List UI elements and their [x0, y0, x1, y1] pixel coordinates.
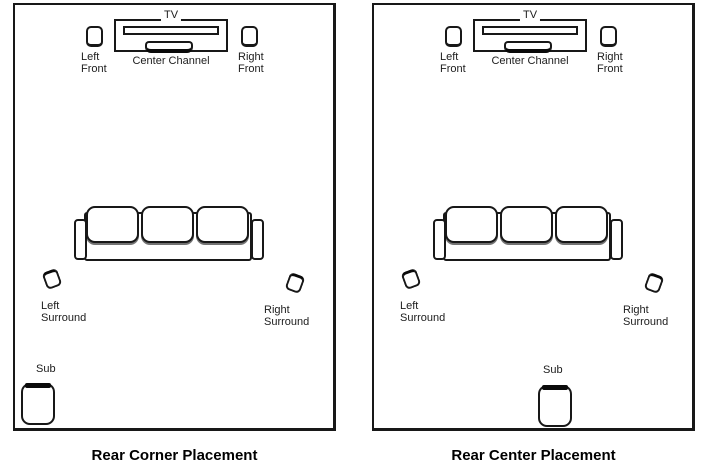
subwoofer-top-bar	[542, 385, 568, 390]
left-front-label: Left Front	[81, 51, 107, 75]
couch-icon	[74, 206, 264, 263]
subwoofer-icon	[538, 385, 572, 427]
room-outline: Left Front TV Center Channel Right Front…	[372, 3, 695, 431]
left-surround-speaker-icon	[400, 267, 422, 291]
subwoofer-top-bar	[25, 383, 51, 388]
right-front-speaker-icon	[241, 26, 258, 47]
center-channel-label: Center Channel	[491, 55, 569, 67]
right-surround-label: Right Surround	[623, 304, 669, 328]
sub-label: Sub	[543, 364, 563, 376]
couch-cushion	[86, 206, 139, 243]
tv-screen-icon	[123, 26, 219, 35]
center-channel-speaker-icon	[504, 41, 552, 53]
tv-label: TV	[160, 10, 182, 21]
center-channel-label: Center Channel	[132, 55, 210, 67]
left-front-label: Left Front	[440, 51, 466, 75]
couch-right-armrest	[251, 219, 264, 260]
left-surround-label: Left Surround	[41, 300, 87, 324]
couch-left-armrest	[74, 219, 87, 260]
left-surround-label: Left Surround	[400, 300, 446, 324]
right-surround-label: Right Surround	[264, 304, 310, 328]
couch-left-armrest	[433, 219, 446, 260]
couch-cushion	[445, 206, 498, 243]
diagram-caption: Rear Corner Placement	[91, 447, 258, 464]
left-front-speaker-icon	[445, 26, 462, 47]
tv-cabinet: TV	[114, 10, 228, 53]
left-surround-speaker-icon	[41, 267, 63, 291]
right-front-label: Right Front	[238, 51, 264, 75]
subwoofer-icon	[21, 383, 55, 425]
left-front-speaker-icon	[86, 26, 103, 47]
right-surround-speaker-icon	[284, 271, 306, 295]
diagram-caption: Rear Center Placement	[451, 447, 616, 464]
right-front-label: Right Front	[597, 51, 623, 75]
couch-right-armrest	[610, 219, 623, 260]
tv-screen-icon	[482, 26, 578, 35]
diagram-rear-corner: Left Front TV Center Channel Right Front…	[13, 3, 336, 472]
couch-cushion	[141, 206, 194, 243]
couch-cushion	[196, 206, 249, 243]
diagram-rear-center: Left Front TV Center Channel Right Front…	[372, 3, 695, 472]
tv-label: TV	[519, 10, 541, 21]
center-channel-speaker-icon	[145, 41, 193, 53]
right-surround-speaker-icon	[643, 271, 665, 295]
couch-cushion	[555, 206, 608, 243]
couch-icon	[433, 206, 623, 263]
tv-cabinet: TV	[473, 10, 587, 53]
right-front-speaker-icon	[600, 26, 617, 47]
room-outline: Left Front TV Center Channel Right Front…	[13, 3, 336, 431]
sub-label: Sub	[36, 363, 56, 375]
couch-cushion	[500, 206, 553, 243]
